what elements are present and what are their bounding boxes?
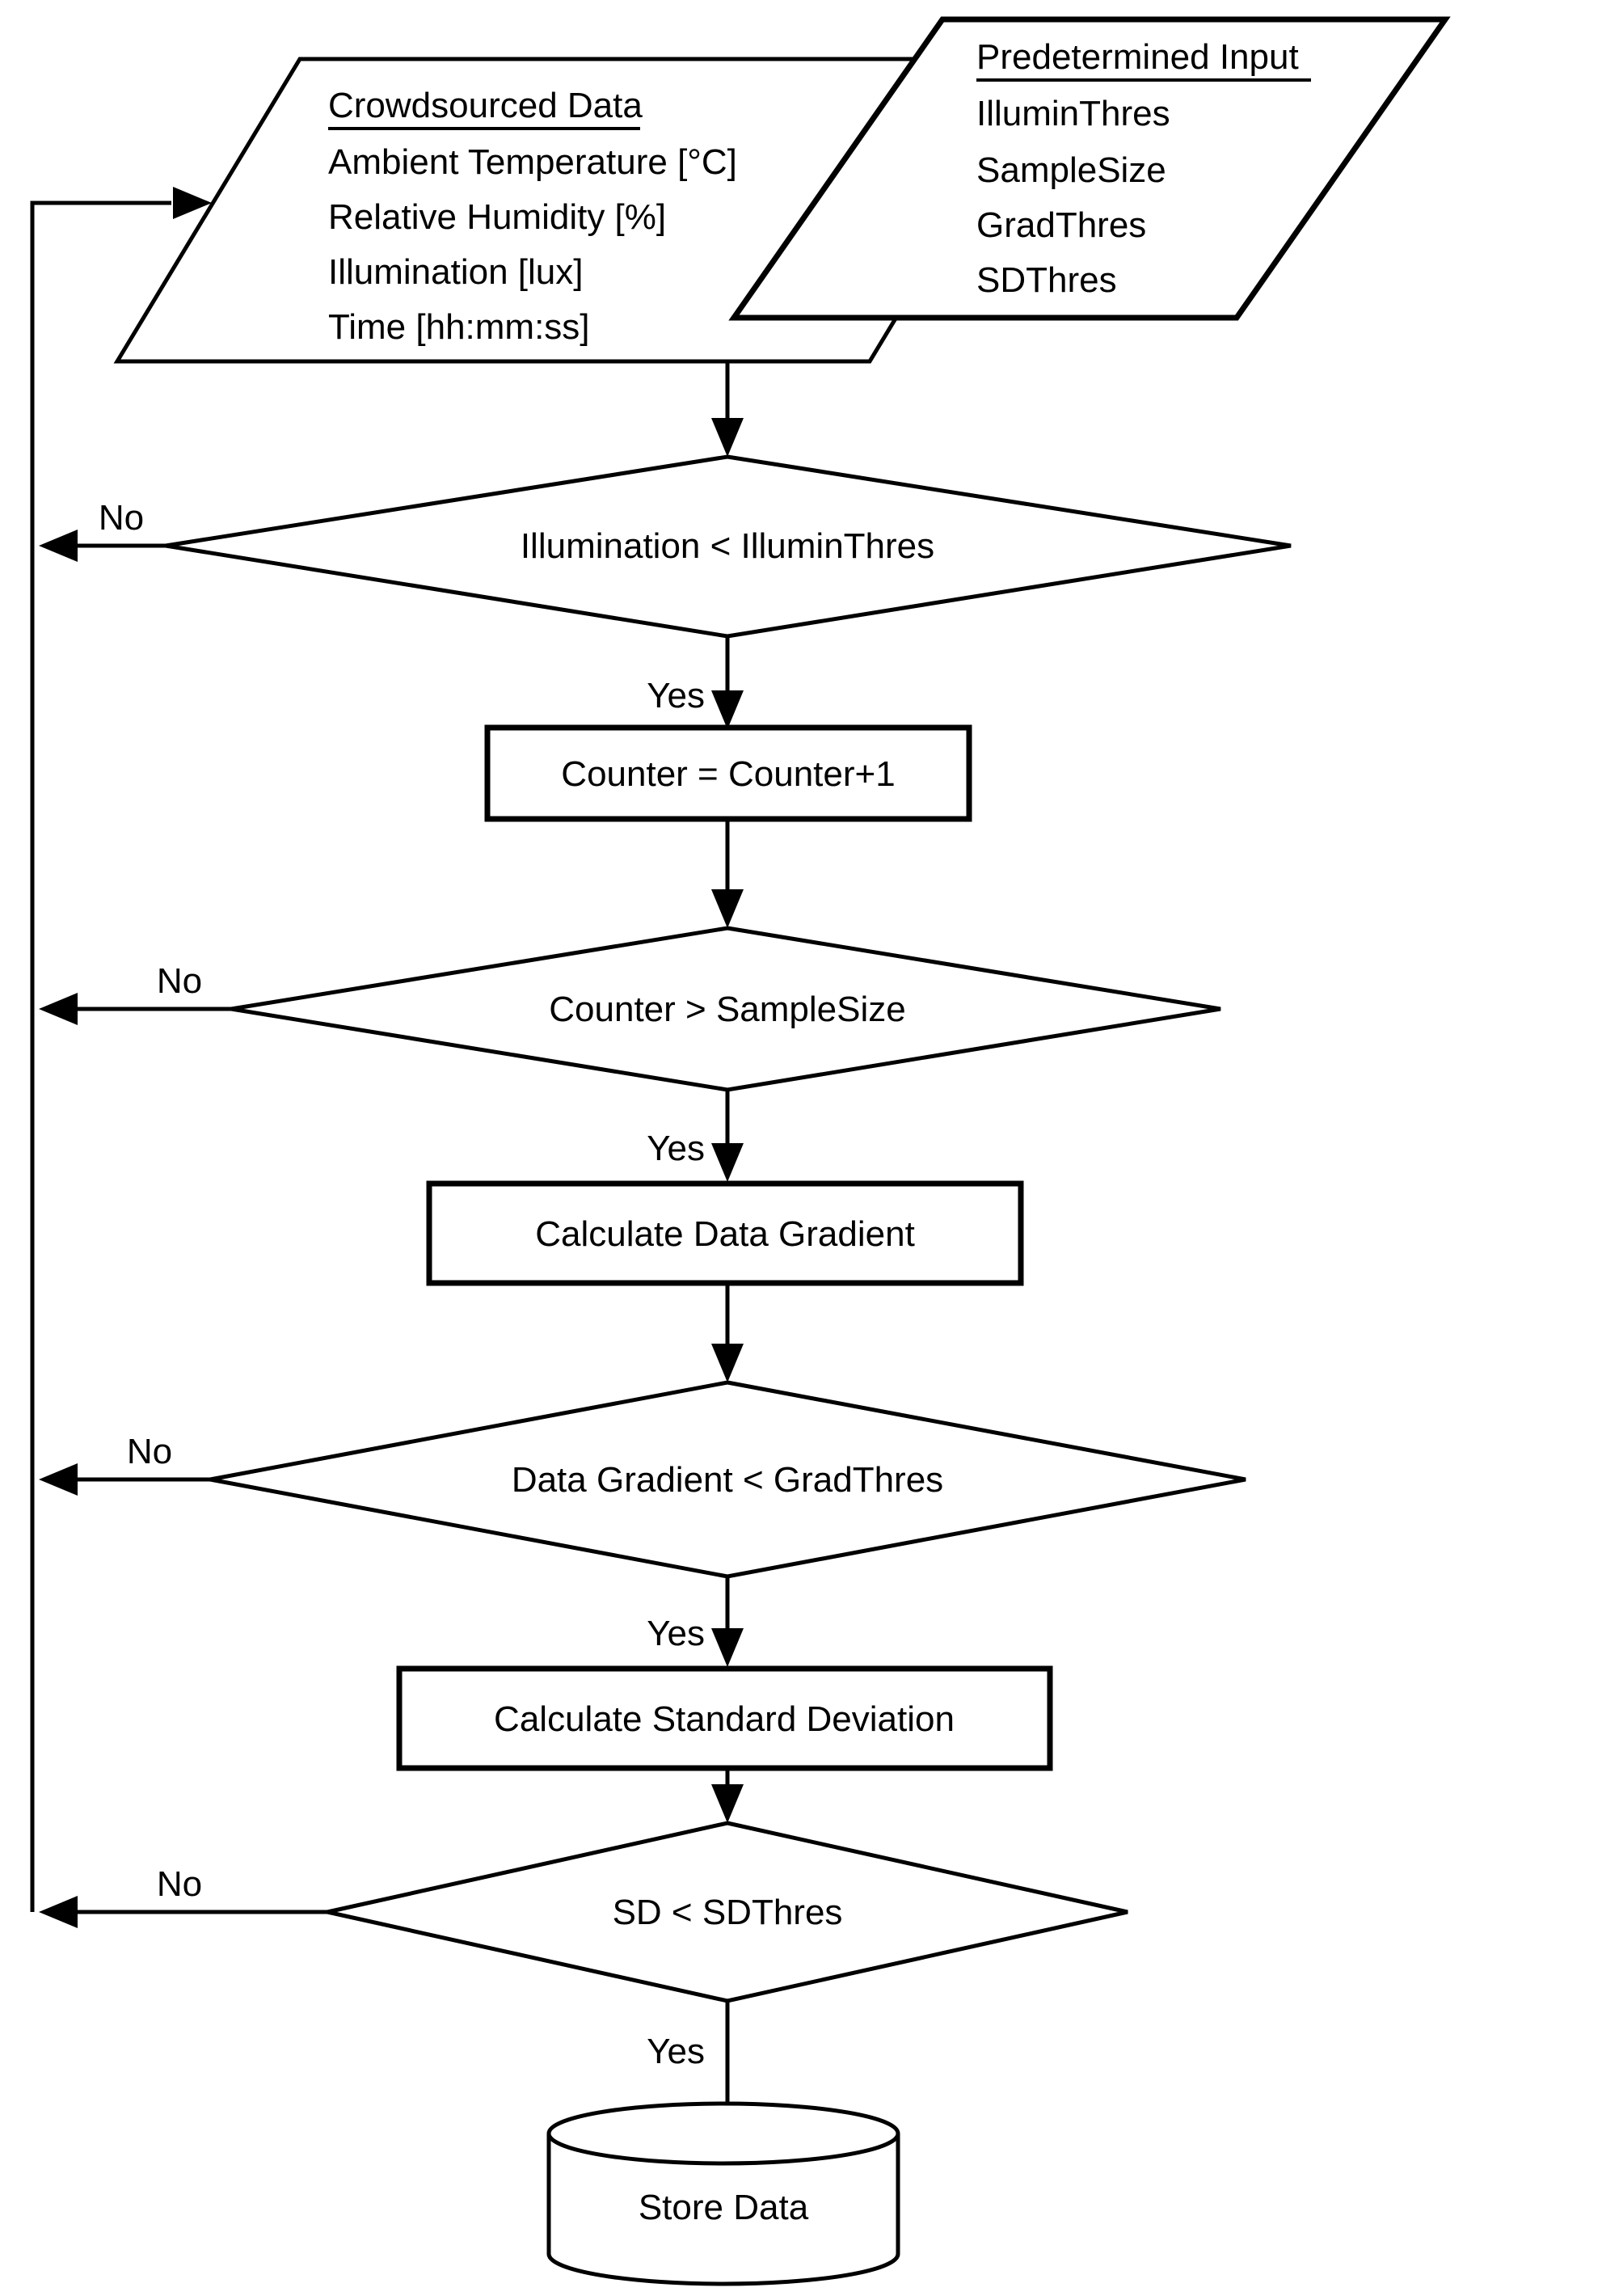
feedback-loop-line: [30, 187, 212, 1912]
predetermined-title: Predetermined Input: [976, 37, 1299, 77]
process3-label: Calculate Standard Deviation: [494, 1699, 955, 1739]
arrow-no-4: No: [39, 1864, 327, 1928]
node-predetermined-input: Predetermined Input IlluminThres SampleS…: [728, 16, 1451, 321]
crowdsourced-line-4: Time [hh:mm:ss]: [328, 307, 590, 347]
process1-label: Counter = Counter+1: [561, 754, 895, 794]
arrow-input-to-decision1: [711, 361, 744, 457]
arrowhead-left-icon: [39, 530, 78, 562]
no4-label: No: [157, 1864, 202, 1904]
arrowhead-left-icon: [39, 993, 78, 1025]
no3-label: No: [127, 1432, 172, 1471]
yes3-label: Yes: [647, 1614, 705, 1653]
arrow-process3-to-decision4: [711, 1768, 744, 1823]
arrowhead-down-icon: [711, 1784, 744, 1823]
node-decision-gradient: Data Gradient < GradThres: [209, 1380, 1246, 1579]
decision2-label: Counter > SampleSize: [549, 990, 905, 1029]
no1-label: No: [99, 498, 144, 538]
arrowhead-down-icon: [711, 1628, 744, 1667]
arrowhead-down-icon: [711, 690, 744, 729]
node-process-gradient: Calculate Data Gradient: [426, 1180, 1024, 1286]
arrow-no-1: No: [39, 498, 166, 562]
yes2-label: Yes: [647, 1129, 705, 1168]
arrowhead-into-input-icon: [173, 187, 212, 219]
arrow-process1-to-decision2: [711, 819, 744, 928]
yes4-label: Yes: [647, 2032, 705, 2071]
process2-label: Calculate Data Gradient: [535, 1214, 915, 1254]
crowdsourced-line-1: Ambient Temperature [°C]: [328, 142, 737, 182]
decision3-label: Data Gradient < GradThres: [512, 1460, 943, 1500]
no2-label: No: [157, 961, 202, 1001]
cylinder-top: [546, 2101, 900, 2166]
arrowhead-left-icon: [39, 1463, 78, 1496]
yes1-label: Yes: [647, 676, 705, 715]
arrow-no-3: No: [39, 1432, 210, 1496]
node-store-data: Store Data: [546, 2101, 900, 2286]
arrowhead-down-icon: [711, 889, 744, 928]
crowdsourced-line-2: Relative Humidity [%]: [328, 197, 666, 237]
node-decision-illumination: Illumination < IlluminThres: [165, 454, 1292, 639]
node-decision-counter: Counter > SampleSize: [230, 926, 1221, 1092]
predetermined-parallelogram: [728, 16, 1451, 321]
node-process-counter: Counter = Counter+1: [484, 724, 972, 822]
process1-rect: [484, 724, 972, 822]
arrow-yes-1: Yes: [647, 636, 744, 729]
feedback-polyline: [30, 200, 171, 1912]
process2-rect: [426, 1180, 1024, 1286]
arrow-yes-2: Yes: [647, 1090, 744, 1182]
arrow-no-2: No: [39, 961, 231, 1025]
node-decision-sd: SD < SDThres: [327, 1821, 1128, 2003]
arrowhead-left-icon: [39, 1896, 78, 1928]
crowdsourced-title: Crowdsourced Data: [328, 86, 643, 125]
node-process-sd: Calculate Standard Deviation: [396, 1665, 1053, 1771]
crowdsourced-line-3: Illumination [lux]: [328, 252, 583, 292]
arrowhead-down-icon: [711, 1344, 744, 1382]
arrowhead-down-icon: [711, 418, 744, 457]
predetermined-line-4: SDThres: [976, 260, 1117, 300]
cylinder-body: [546, 2134, 900, 2286]
arrow-process2-to-decision3: [711, 1283, 744, 1382]
decision4-label: SD < SDThres: [613, 1893, 843, 1932]
predetermined-line-1: IlluminThres: [976, 94, 1170, 133]
arrowhead-down-icon: [711, 1143, 744, 1182]
decision1-label: Illumination < IlluminThres: [521, 526, 934, 566]
predetermined-line-3: GradThres: [976, 205, 1146, 245]
arrow-yes-3: Yes: [647, 1576, 744, 1667]
storage-label: Store Data: [639, 2188, 809, 2227]
predetermined-line-2: SampleSize: [976, 150, 1166, 190]
process3-rect: [396, 1665, 1053, 1771]
